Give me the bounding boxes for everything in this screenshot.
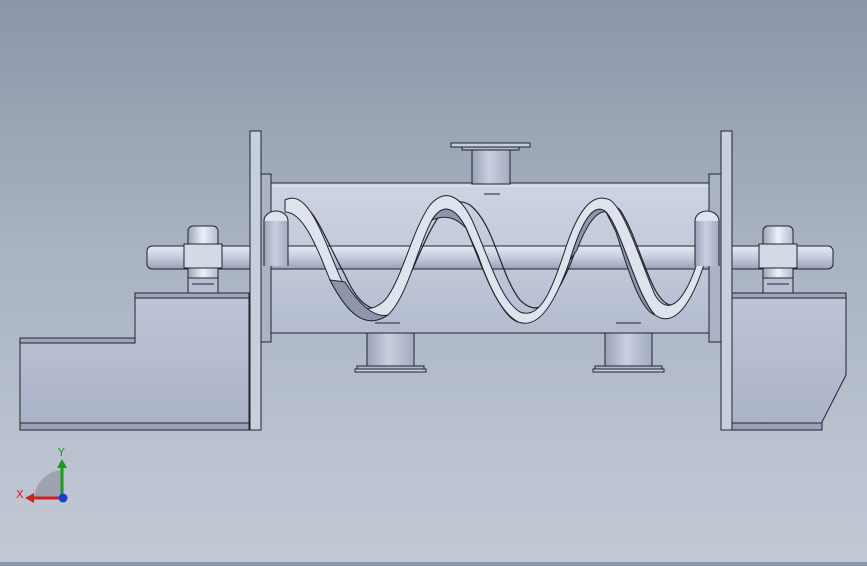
x-axis-label: X <box>16 488 24 501</box>
left-bearing <box>183 225 223 294</box>
right-discharge-housing <box>731 292 847 431</box>
right-bearing <box>758 225 798 294</box>
y-axis-arrowhead <box>57 459 67 468</box>
triad-plane-indicator <box>34 470 62 498</box>
left-drive-housing <box>19 292 250 431</box>
screw-flights <box>284 195 715 324</box>
left-end-plate <box>249 130 289 431</box>
x-axis-arrowhead <box>25 493 34 503</box>
inlet-nozzle <box>450 142 531 195</box>
right-end-plate <box>694 130 733 431</box>
bottom-support-right <box>592 322 665 373</box>
bottom-support-left <box>354 322 427 373</box>
orientation-triad: Y X <box>16 446 68 503</box>
y-axis-label: Y <box>57 446 65 459</box>
z-axis-dot <box>58 493 68 503</box>
